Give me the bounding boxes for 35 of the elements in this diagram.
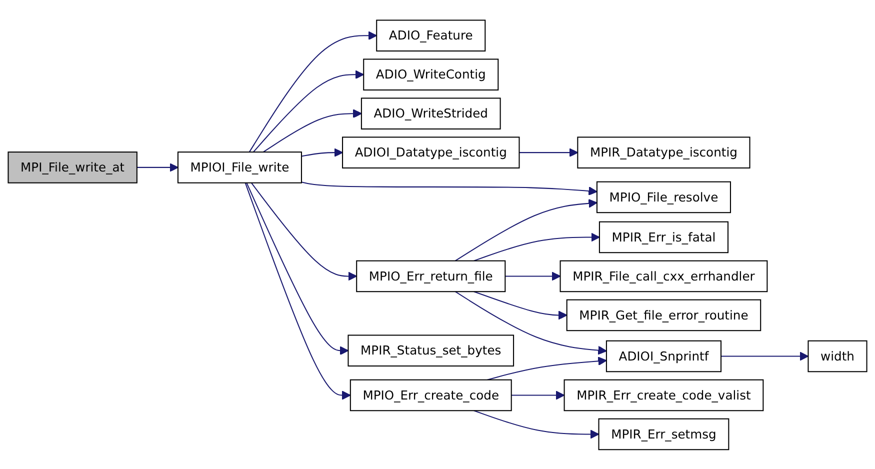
arrow <box>721 351 809 360</box>
node-box: MPIR_Datatype_iscontig <box>577 136 750 168</box>
node-box: MPIR_File_call_cxx_errhandler <box>560 260 768 292</box>
arrow <box>519 148 578 157</box>
node-box: MPIR_Err_is_fatal <box>598 220 728 253</box>
arrow <box>246 182 349 355</box>
arrow <box>244 182 351 400</box>
node-box: ADIOI_Snprintf <box>606 340 722 372</box>
node-box: ADIOI_Datatype_iscontig <box>342 136 520 168</box>
arrow <box>301 181 598 196</box>
node-box: width <box>808 340 868 372</box>
node-box: ADIO_Feature <box>376 19 486 52</box>
arrow <box>505 271 561 280</box>
node-box: MPIO_Err_create_code <box>350 378 512 411</box>
node-box: MPIOI_File_write <box>177 151 302 183</box>
node-box: MPIR_Get_file_error_routine <box>566 298 762 331</box>
node-box: MPIO_File_resolve <box>596 180 731 213</box>
node-box: MPIR_Status_set_bytes <box>348 334 514 366</box>
arrow <box>252 70 364 152</box>
arrow <box>474 290 568 320</box>
node-box: ADIO_WriteContig <box>363 58 499 90</box>
arrow <box>262 108 362 152</box>
node-box: MPI_File_write_at <box>8 151 138 183</box>
arrow <box>474 410 600 438</box>
arrow <box>454 198 598 261</box>
arrow <box>136 162 178 172</box>
arrow <box>511 390 565 400</box>
arrow <box>301 148 343 157</box>
node-box: MPIR_Err_setmsg <box>598 418 730 450</box>
node-box: MPIR_Err_create_code_valist <box>564 378 764 411</box>
arrow <box>250 182 357 280</box>
arrow <box>248 30 378 152</box>
arrow <box>454 290 607 354</box>
node-box: ADIO_WriteStrided <box>360 97 501 130</box>
node-box: MPIO_Err_return_file <box>356 260 506 292</box>
